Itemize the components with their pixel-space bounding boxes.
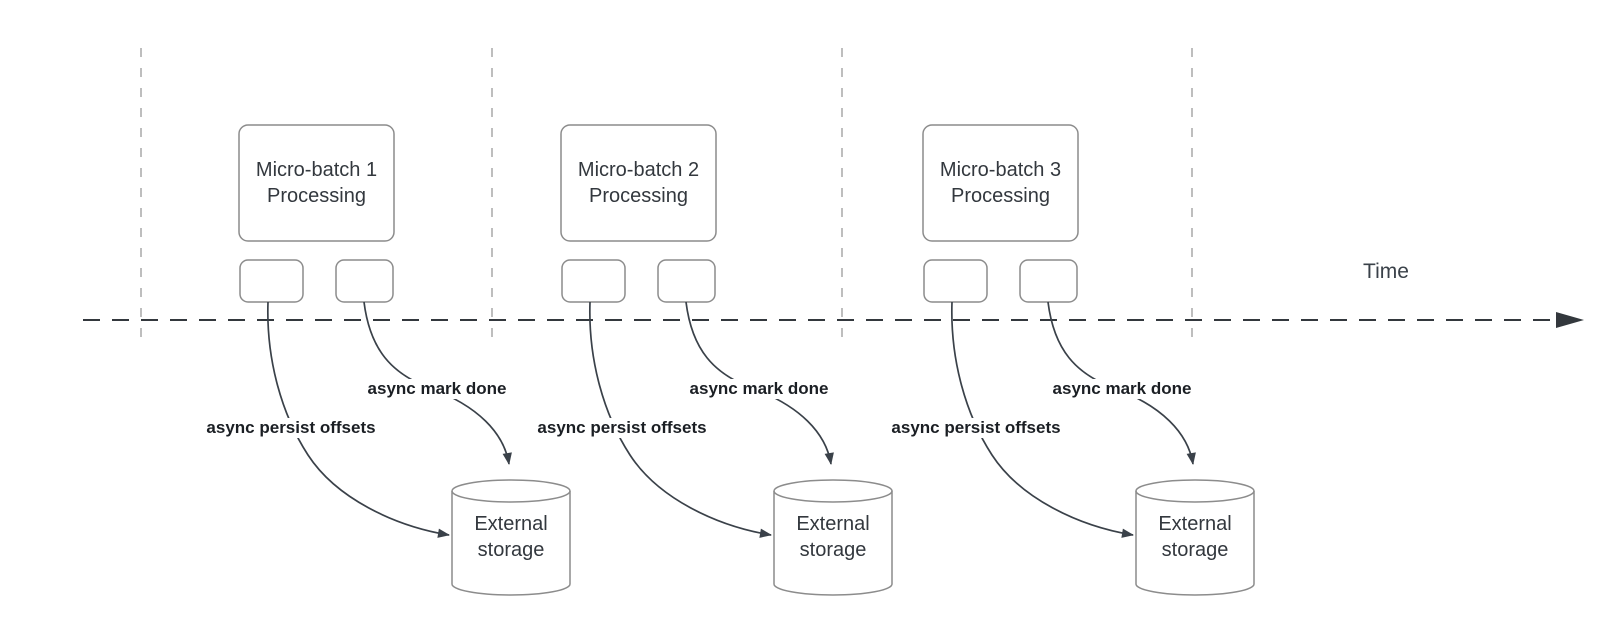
micro-batch-title-2: Micro-batch 2 Processing — [577, 159, 700, 207]
persist-task-box — [239, 259, 304, 303]
mark-done-task-box — [657, 259, 716, 303]
persist-offsets-arrow — [267, 301, 450, 538]
cylinder-lip — [451, 490, 571, 503]
cylinder-lip — [773, 490, 893, 503]
micro-batch-unit-1 — [238, 124, 571, 596]
micro-batch-unit-2 — [560, 124, 893, 596]
persist-offsets-label-3: async persist offsets — [888, 418, 1064, 438]
micro-batch-title-3: Micro-batch 3 Processing — [939, 159, 1062, 207]
time-label: Time — [1363, 260, 1409, 283]
external-storage-cylinder — [773, 479, 893, 596]
persist-offsets-arrow — [951, 301, 1134, 538]
persist-offsets-label-1: async persist offsets — [203, 418, 379, 438]
mark-done-label-3: async mark done — [1049, 379, 1195, 399]
timeline-axis — [83, 312, 1584, 328]
micro-batch-title-1: Micro-batch 1 Processing — [255, 159, 378, 207]
interval-gridlines — [140, 48, 1193, 337]
persist-task-box — [923, 259, 988, 303]
micro-batch-box — [922, 124, 1079, 242]
mark-done-label-1: async mark done — [364, 379, 510, 399]
mark-done-task-box — [1019, 259, 1078, 303]
micro-batch-unit-3 — [922, 124, 1255, 596]
cylinder-lip — [1135, 490, 1255, 503]
mark-done-task-box — [335, 259, 394, 303]
micro-batch-box — [238, 124, 395, 242]
persist-offsets-arrow — [589, 301, 772, 538]
micro-batch-box — [560, 124, 717, 242]
external-storage-label-1: External storage — [474, 513, 548, 561]
persist-task-box — [561, 259, 626, 303]
external-storage-label-2: External storage — [796, 513, 870, 561]
persist-offsets-label-2: async persist offsets — [534, 418, 710, 438]
mark-done-label-2: async mark done — [686, 379, 832, 399]
external-storage-label-3: External storage — [1158, 513, 1232, 561]
timeline-arrowhead-icon — [1556, 312, 1584, 328]
